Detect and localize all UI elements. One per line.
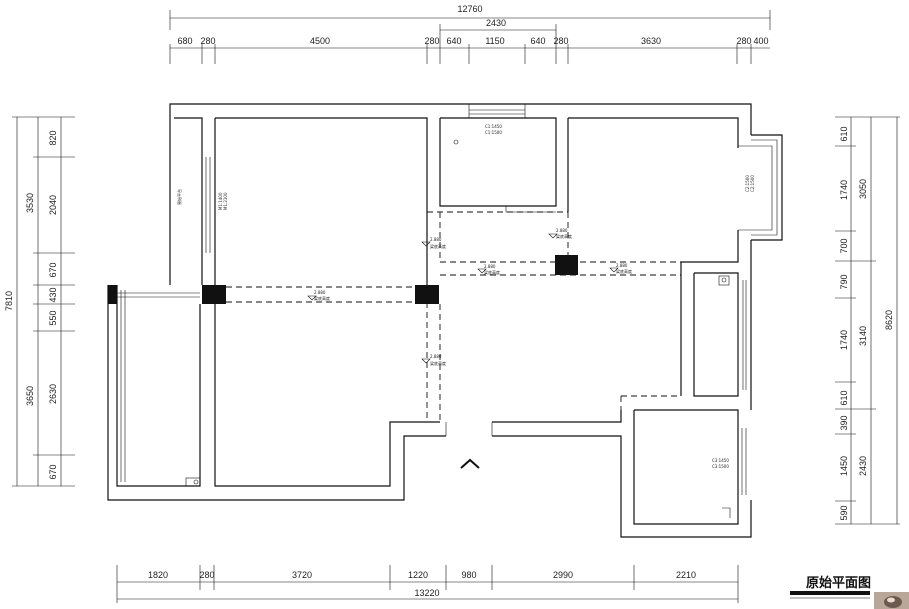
dim-top-seg: 640 bbox=[446, 36, 461, 46]
drain-icon bbox=[718, 275, 730, 286]
dim-top-seg: 400 bbox=[753, 36, 768, 46]
drain-circle-icon bbox=[721, 277, 727, 283]
beam-lines bbox=[226, 211, 681, 422]
dim-right-seg: 700 bbox=[839, 238, 849, 253]
beam-label: 2.880 bbox=[430, 237, 442, 242]
dim-top-seg: 3630 bbox=[641, 36, 661, 46]
dim-left-seg: 2040 bbox=[48, 195, 58, 215]
annotations: C1:1450 C1:1500 C2:1500 C2:1500 C3:1450 … bbox=[176, 124, 755, 469]
dim-right-mid: 3140 bbox=[858, 326, 868, 346]
dim-right-seg: 590 bbox=[839, 505, 849, 520]
bottom-dimensions: 1820 280 3720 1220 980 2990 2210 13220 bbox=[116, 565, 739, 603]
dim-left-seg: 670 bbox=[48, 262, 58, 277]
dim-right-mid: 2430 bbox=[858, 456, 868, 476]
dim-top-seg: 280 bbox=[736, 36, 751, 46]
window-top bbox=[468, 103, 526, 118]
beam-label: 2.880 bbox=[314, 290, 326, 295]
dim-top-seg: 280 bbox=[553, 36, 568, 46]
drawing-title: 原始平面图 bbox=[806, 575, 871, 591]
corner-mark bbox=[722, 507, 731, 518]
door-label: M1:1400 bbox=[218, 192, 223, 210]
window-label: C3:1450 bbox=[712, 458, 729, 463]
dim-right-seg: 610 bbox=[839, 126, 849, 141]
dim-top-seg: 4500 bbox=[310, 36, 330, 46]
elevation-mark-icon bbox=[609, 267, 619, 273]
beam-label: 梁底高度 bbox=[616, 268, 632, 274]
beam-label: 梁底高度 bbox=[314, 295, 330, 301]
dim-bottom-seg: 1220 bbox=[408, 570, 428, 580]
dim-right-total: 8620 bbox=[884, 310, 894, 330]
elevation-mark-icon bbox=[477, 268, 487, 274]
walls bbox=[107, 103, 752, 538]
window-label: C3:1500 bbox=[712, 464, 729, 469]
beam-label: 2.880 bbox=[430, 354, 442, 359]
dim-top-seg: 640 bbox=[530, 36, 545, 46]
dim-right-seg: 1450 bbox=[839, 456, 849, 476]
window-left bbox=[205, 157, 211, 253]
dim-left-seg: 550 bbox=[48, 310, 58, 325]
dim-left-mid: 3530 bbox=[25, 193, 35, 213]
beam-label: 梁底高度 bbox=[430, 243, 446, 249]
dim-top-mid: 2430 bbox=[486, 18, 506, 28]
dim-top-seg: 280 bbox=[424, 36, 439, 46]
door-label: M1:2100 bbox=[223, 192, 228, 210]
thumbnail-avatar bbox=[874, 592, 909, 609]
beam-label: 2.880 bbox=[556, 228, 568, 233]
dim-bottom-seg: 2210 bbox=[676, 570, 696, 580]
window-label: C1:1500 bbox=[485, 130, 502, 135]
platform-label: 原始平台 bbox=[176, 189, 182, 205]
ceiling-point-icon bbox=[453, 139, 459, 145]
dim-right-seg: 1740 bbox=[839, 180, 849, 200]
columns bbox=[108, 255, 578, 304]
dim-left-total: 7810 bbox=[4, 291, 14, 311]
drain-icon bbox=[185, 477, 201, 487]
dim-right-seg: 390 bbox=[839, 415, 849, 430]
elevation-mark-icon bbox=[548, 233, 558, 239]
top-dimensions: 12760 2430 680 280 4500 280 640 1150 640… bbox=[169, 4, 771, 64]
beam-label: 2.880 bbox=[484, 264, 496, 269]
dim-left-mid: 3650 bbox=[25, 386, 35, 406]
dim-bottom-seg: 3720 bbox=[292, 570, 312, 580]
window-label: C2:1500 bbox=[750, 175, 755, 192]
beam-label: 2.880 bbox=[616, 263, 628, 268]
elevation-mark-icon bbox=[307, 295, 317, 301]
dim-top-total: 12760 bbox=[457, 4, 482, 14]
bay-window bbox=[738, 134, 783, 241]
chevron-up-icon bbox=[460, 458, 480, 469]
dim-left-seg: 430 bbox=[48, 287, 58, 302]
dim-left-seg: 2630 bbox=[48, 384, 58, 404]
title-block: 原始平面图 bbox=[790, 575, 871, 599]
dim-bottom-total: 13220 bbox=[414, 588, 439, 598]
dim-bottom-seg: 980 bbox=[461, 570, 476, 580]
beam-label: 梁底高度 bbox=[556, 233, 572, 239]
window-label: C2:1500 bbox=[745, 175, 750, 192]
dim-left-seg: 670 bbox=[48, 464, 58, 479]
dim-top-seg: 1150 bbox=[485, 36, 504, 46]
beam-label: 梁底高度 bbox=[430, 360, 446, 366]
dim-right-seg: 1740 bbox=[839, 330, 849, 350]
dim-top-seg: 280 bbox=[200, 36, 215, 46]
dim-bottom-seg: 2990 bbox=[553, 570, 573, 580]
window-lower bbox=[741, 428, 747, 495]
dim-bottom-seg: 280 bbox=[199, 570, 214, 580]
entry-door bbox=[445, 422, 493, 436]
dim-top-seg: 680 bbox=[177, 36, 192, 46]
dim-bottom-seg: 1820 bbox=[148, 570, 168, 580]
window-label: C1:1450 bbox=[485, 124, 502, 129]
right-dimensions: 8620 3050 3140 2430 610 1740 700 790 174… bbox=[835, 116, 900, 525]
dim-right-mid: 3050 bbox=[858, 179, 868, 199]
elevation-mark-icon bbox=[421, 241, 431, 247]
left-dimensions: 7810 3530 3650 820 2040 670 430 550 2630… bbox=[4, 116, 75, 487]
elevation-mark-icon bbox=[421, 358, 431, 364]
dim-right-seg: 610 bbox=[839, 390, 849, 405]
dim-left-seg: 820 bbox=[48, 130, 58, 145]
dim-right-seg: 790 bbox=[839, 274, 849, 289]
beam-label: 梁底高度 bbox=[484, 269, 500, 275]
drain-circle-icon bbox=[193, 479, 199, 485]
